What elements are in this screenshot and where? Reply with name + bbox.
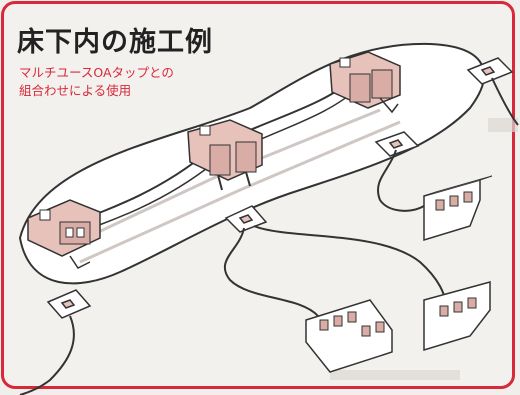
oa-power-strip-lower [423,281,491,352]
floor-outlet-center [224,205,268,233]
underfloor-tap-right [329,51,401,114]
page-title: 床下内の施工例 [17,27,213,58]
subtitle-line-1: マルチユースOAタップとの [19,65,174,80]
subtitle: マルチユースOAタップとの 組合わせによる使用 [19,64,219,100]
background-print [330,118,518,380]
floor-outlet-middle [374,131,420,157]
floor-outlet-top-right [466,57,514,85]
underfloor-tap-left [27,199,101,269]
oa-power-strip-upper [423,175,493,242]
extension-cables [19,77,519,395]
oa-power-strip-long [305,299,393,373]
underfloor-tap-center [187,119,263,191]
subtitle-line-2: 組合わせによる使用 [19,83,132,98]
floor-outlet-left [46,289,92,319]
